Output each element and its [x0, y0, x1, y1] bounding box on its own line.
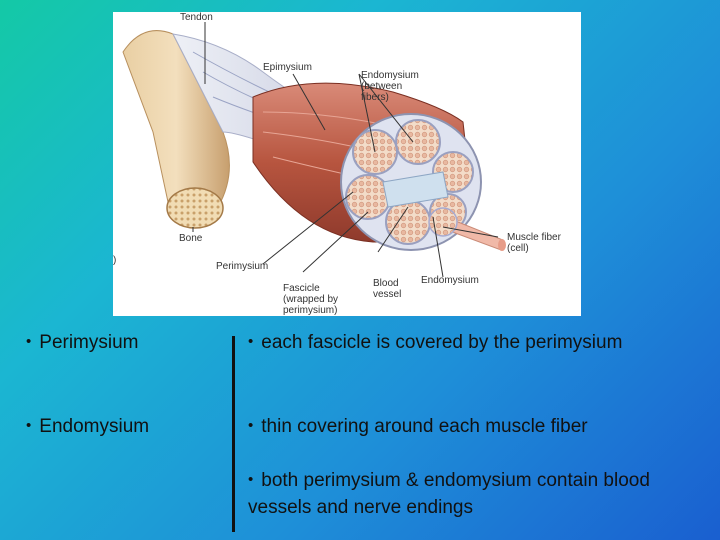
desc-both-text: both perimysium & endomysium contain blo… [248, 470, 650, 518]
desc-perimysium: • each fascicle is covered by the perimys… [248, 330, 648, 357]
bullet-icon: • [26, 333, 32, 350]
bullet-icon: • [26, 417, 32, 434]
muscle-fiber-label: Muscle fiber (cell) [507, 232, 561, 254]
term-endomysium-text: Endomysium [39, 416, 150, 437]
endomysium-label: Endomysium [421, 275, 479, 286]
muscle-anatomy-illustration [122, 22, 506, 278]
desc-perimysium-text: each fascicle is covered by the perimysi… [261, 332, 623, 353]
epimysium-label: Epimysium [263, 62, 312, 73]
tendon-label: Tendon [180, 12, 213, 23]
desc-endomysium-text: thin covering around each muscle fiber [261, 416, 588, 437]
muscle-anatomy-figure: Tendon Epimysium Endomysium (between fib… [113, 12, 581, 316]
perimysium-label: Perimysium [216, 261, 269, 272]
bullet-icon: • [248, 417, 254, 434]
blood-vessel-label: Blood vessel [373, 278, 402, 300]
term-perimysium-text: Perimysium [39, 332, 139, 353]
term-perimysium: • Perimysium [26, 332, 139, 354]
desc-both: •both perimysium & endomysium contain bl… [248, 468, 708, 521]
bone-label: Bone [179, 233, 203, 244]
bullet-icon: • [248, 333, 254, 350]
desc-endomysium: • thin covering around each muscle fiber [248, 414, 708, 441]
fascicle-label: Fascicle (wrapped by perimysium) [283, 283, 339, 316]
column-divider [232, 336, 235, 532]
bullet-icon: • [248, 471, 254, 488]
partial-figure-letter: ) [113, 255, 117, 266]
term-endomysium: • Endomysium [26, 416, 149, 438]
endomysium-between-label: Endomysium (between fibers) [361, 70, 419, 103]
